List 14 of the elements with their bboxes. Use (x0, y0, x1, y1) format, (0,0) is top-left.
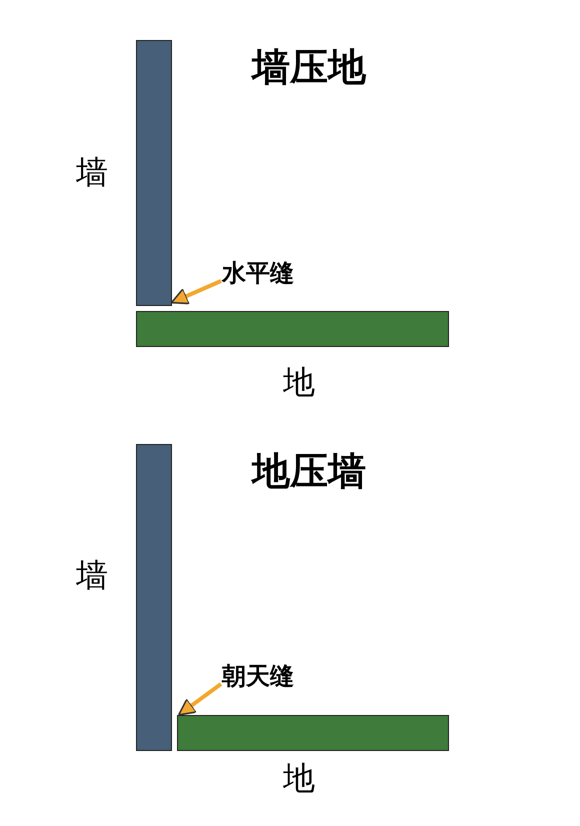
title: 墙压地 (252, 45, 366, 89)
arrow (170, 279, 222, 304)
floor-bar (136, 311, 449, 347)
arrow (178, 682, 222, 716)
seam-label: 水平缝 (222, 259, 294, 287)
wall-bar (136, 444, 172, 751)
wall-label: 墙 (76, 557, 108, 593)
wall-label: 墙 (76, 154, 108, 190)
floor-label: 地 (283, 760, 315, 796)
title: 地压墙 (252, 449, 366, 493)
seam-label: 朝天缝 (222, 662, 294, 690)
floor-label: 地 (283, 364, 315, 400)
floor-bar (177, 715, 449, 751)
wall-bar (136, 40, 172, 306)
